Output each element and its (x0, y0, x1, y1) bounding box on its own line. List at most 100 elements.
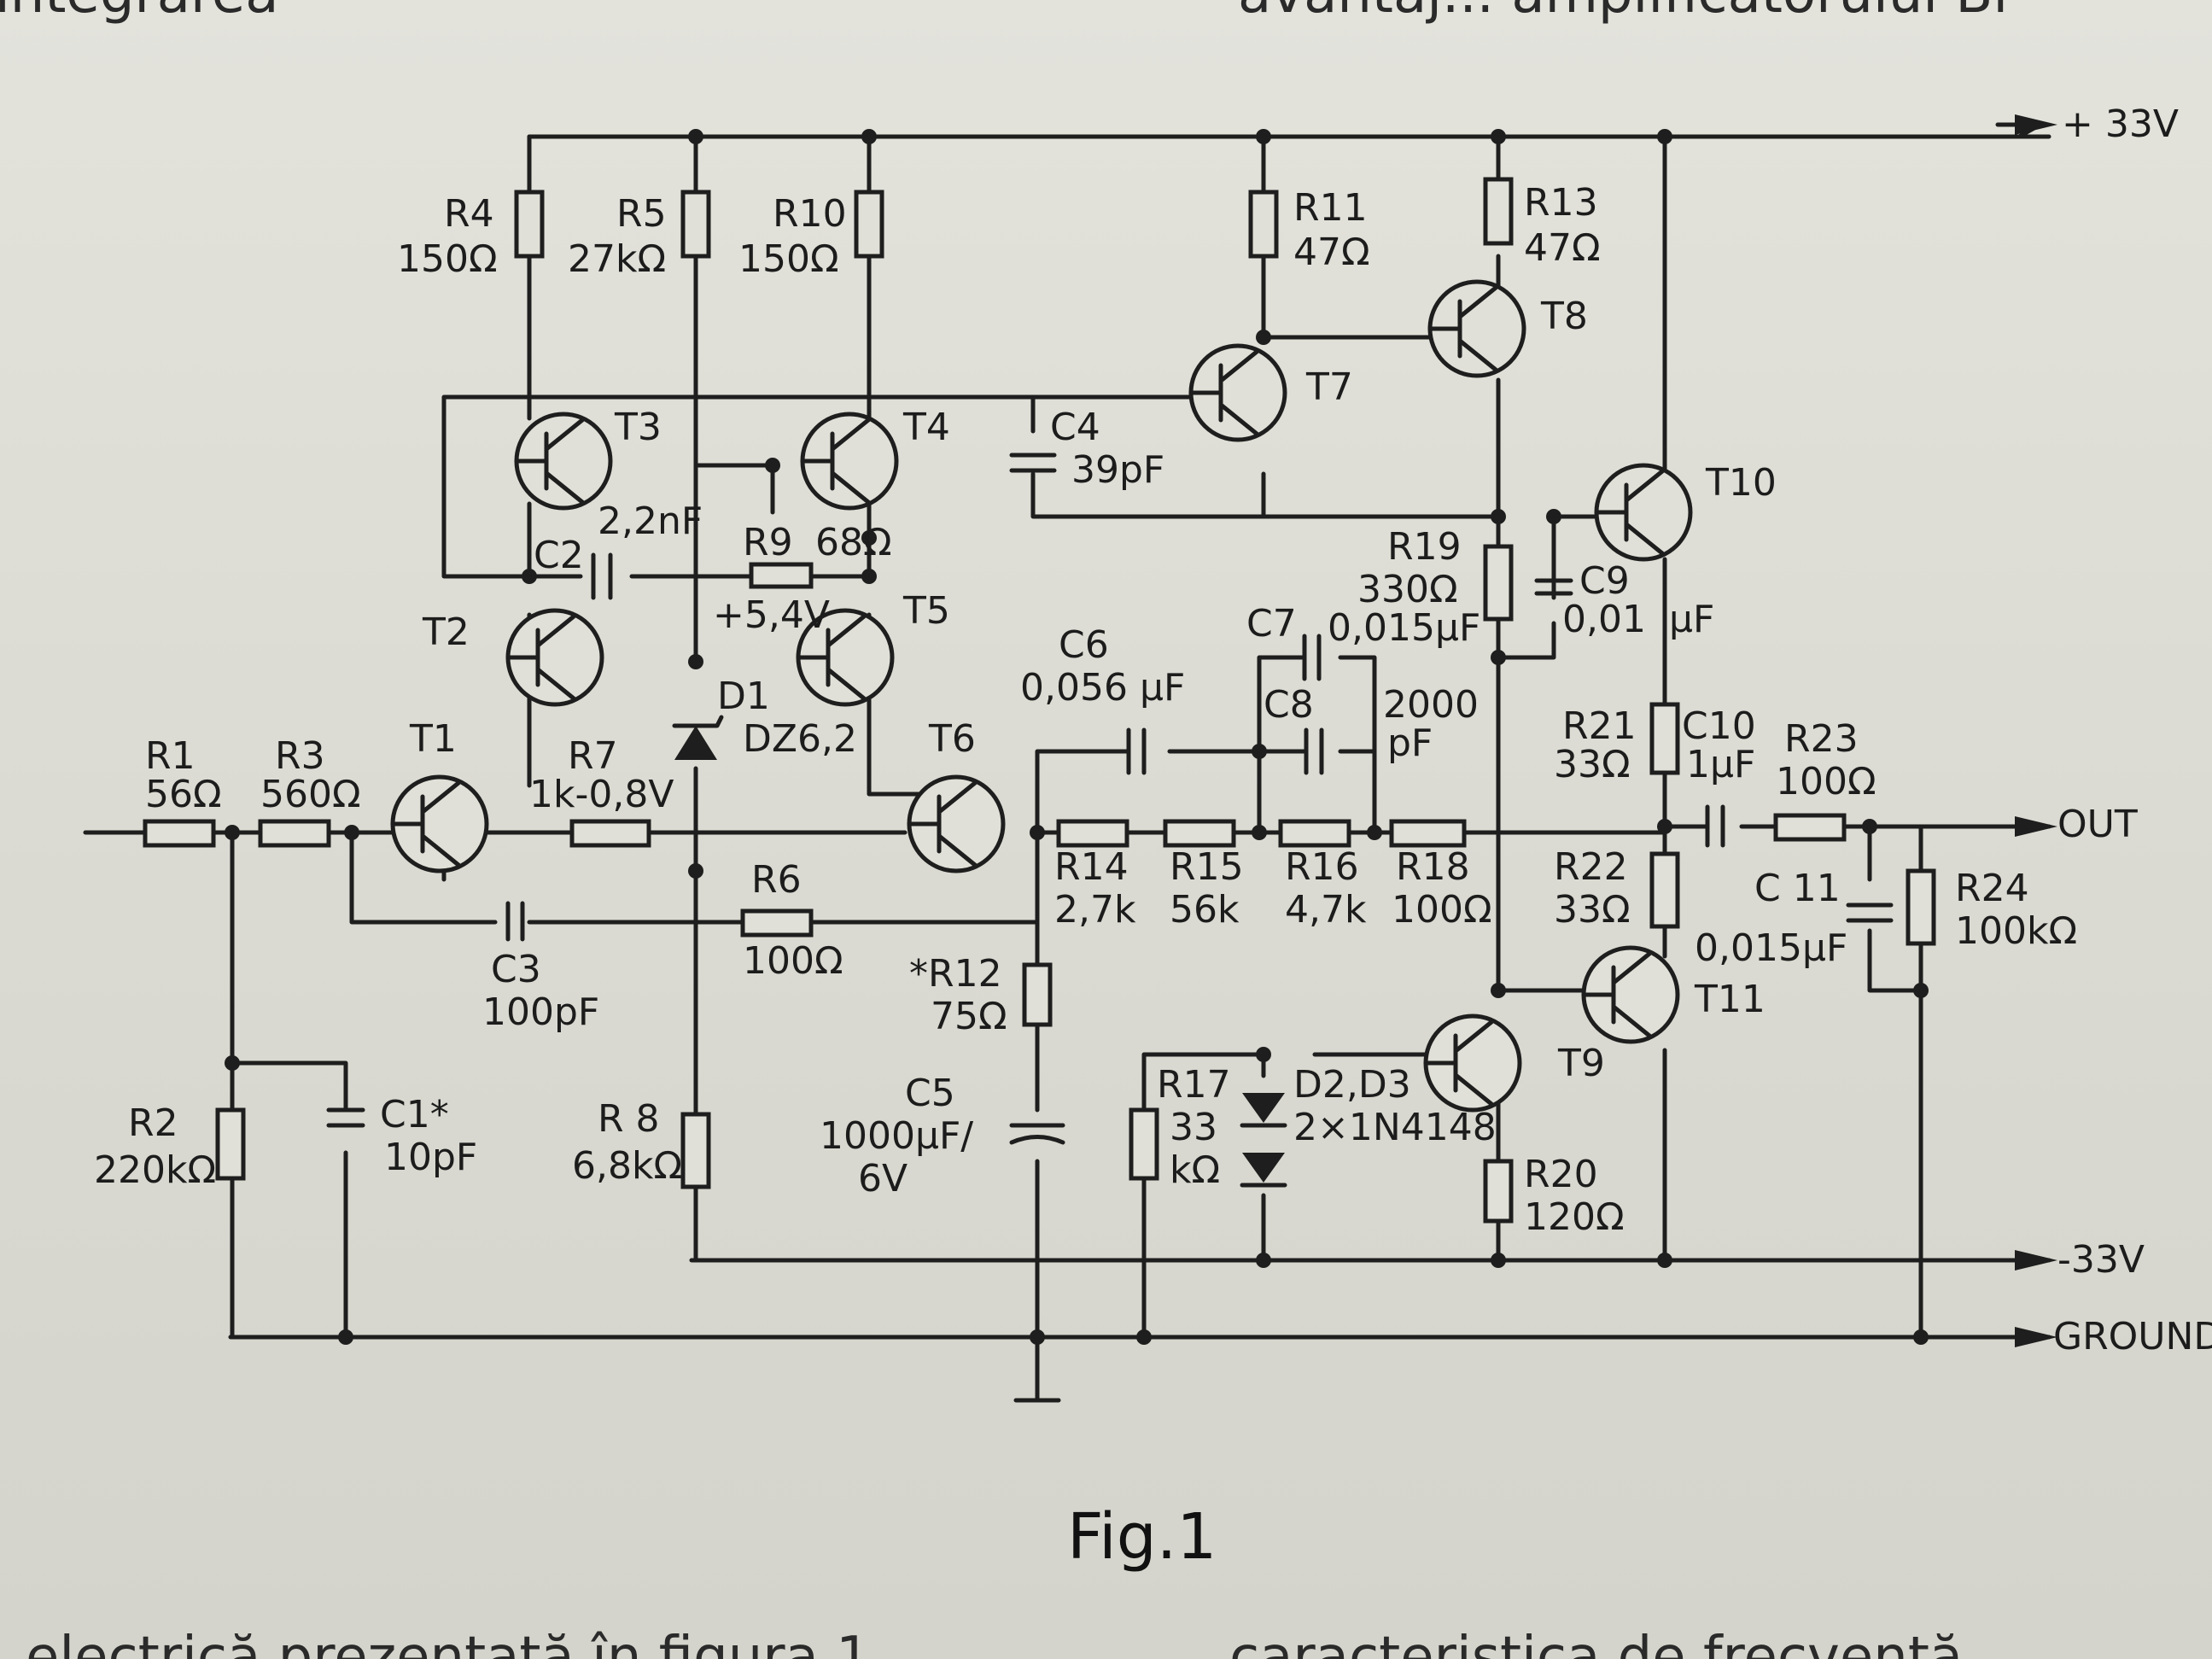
label-neg-rail: -33V (2057, 1238, 2145, 1282)
label-R17-unit: kΩ (1170, 1148, 1220, 1192)
capacitor-C5 (1009, 1123, 1065, 1145)
resistor-R16 (1278, 819, 1351, 848)
capacitor-C11 (1846, 903, 1894, 923)
label-R14-name: R14 (1054, 845, 1129, 889)
label-R11-value: 47Ω (1293, 231, 1370, 274)
label-R20-name: R20 (1524, 1153, 1598, 1196)
label-C8-value: 2000 (1383, 683, 1479, 727)
label-R23-value: 100Ω (1776, 760, 1876, 803)
resistor-R22 (1649, 851, 1680, 929)
resistor-R9 (749, 562, 814, 589)
capacitor-C10 (1705, 804, 1725, 848)
resistor-R13 (1483, 177, 1514, 246)
label-T4: T4 (902, 406, 950, 449)
label-C1-value: 10pF (384, 1136, 477, 1179)
resistor-R20 (1483, 1159, 1514, 1224)
transistor-T5 (796, 608, 895, 707)
label-R3-value: 560Ω (260, 773, 361, 816)
diode-D3 (1242, 1153, 1285, 1183)
label-R3-name: R3 (275, 734, 325, 778)
resistor-R21 (1649, 702, 1680, 775)
label-T10: T10 (1705, 461, 1777, 505)
ground-rail-arrow (2015, 1327, 2057, 1347)
label-C4-name: C4 (1050, 406, 1100, 449)
label-R11-name: R11 (1293, 186, 1368, 230)
label-R18-value: 100Ω (1392, 888, 1492, 932)
label-bias: +5,4V (713, 593, 830, 637)
capacitor-C3 (505, 901, 525, 942)
label-R13-name: R13 (1524, 181, 1598, 225)
resistor-R8 (680, 1112, 711, 1189)
resistor-R1 (143, 819, 216, 848)
resistor-R18 (1389, 819, 1467, 848)
label-R20-value: 120Ω (1524, 1195, 1625, 1239)
diodes (672, 715, 1287, 1188)
label-C11-value: 0,015µF (1695, 926, 1847, 970)
label-C11-name: C 11 (1754, 867, 1841, 910)
label-T2: T2 (422, 610, 470, 654)
label-R14-value: 2,7k (1054, 888, 1136, 932)
label-C9-name: C9 (1579, 559, 1630, 603)
transistor-T2 (505, 608, 604, 707)
label-R7-value: 1k-0,8V (529, 773, 674, 816)
transistor-T7 (1188, 343, 1287, 442)
label-R17-value: 33 (1170, 1106, 1217, 1149)
label-R16-value: 4,7k (1285, 888, 1367, 932)
capacitor-C2 (591, 552, 613, 600)
label-C6-name: C6 (1059, 623, 1109, 667)
label-R18-name: R18 (1396, 845, 1470, 889)
capacitor-C7 (1302, 634, 1322, 681)
label-C8-unit: pF (1387, 721, 1433, 765)
transistors (390, 279, 1693, 1113)
transistor-T8 (1427, 279, 1526, 378)
label-R9-value: 68Ω (815, 521, 892, 564)
label-R22-name: R22 (1554, 845, 1628, 889)
label-R6-name: R6 (751, 858, 802, 902)
resistor-R19 (1483, 544, 1514, 622)
label-D1-name: D1 (717, 675, 770, 718)
transistor-T6 (907, 774, 1006, 873)
label-D2D3-value: 2×1N4148 (1293, 1106, 1497, 1149)
out-arrow (2015, 816, 2057, 837)
label-R1-name: R1 (145, 734, 196, 778)
transistor-T11 (1581, 945, 1680, 1044)
label-C8-name: C8 (1264, 683, 1314, 727)
capacitors (326, 453, 1894, 1145)
label-D2D3-name: D2,D3 (1293, 1063, 1411, 1107)
label-C3-name: C3 (491, 948, 541, 991)
label-R15-value: 56k (1170, 888, 1240, 932)
resistor-R12 (1022, 962, 1053, 1027)
positive-rail-arrow (2015, 114, 2057, 135)
label-R16-name: R16 (1285, 845, 1359, 889)
label-R2-name: R2 (128, 1101, 178, 1145)
label-C6-value: 0,056 µF (1020, 666, 1185, 710)
label-R12-name: *R12 (909, 952, 1002, 996)
label-R15-name: R15 (1170, 845, 1244, 889)
figure-caption: Fig.1 (1067, 1500, 1217, 1574)
resistor-R7 (569, 819, 651, 848)
label-T3: T3 (614, 406, 662, 449)
resistor-R11 (1248, 190, 1279, 259)
label-C5-value: 1000µF/ (820, 1114, 973, 1158)
label-R10-value: 150Ω (738, 237, 839, 281)
label-T11: T11 (1694, 978, 1766, 1021)
positive-rail (527, 122, 2051, 195)
label-R6-value: 100Ω (743, 939, 843, 983)
resistor-R14 (1056, 819, 1129, 848)
junction-dots (225, 129, 1929, 1345)
label-C1-name: C1* (380, 1093, 449, 1136)
label-R8-value: 6,8kΩ (572, 1144, 682, 1188)
label-C9-value: 0,01 (1562, 598, 1646, 641)
label-C4-value: 39pF (1071, 448, 1164, 492)
capacitor-C4 (1009, 453, 1057, 473)
label-D1-value: DZ6,2 (743, 717, 857, 761)
label-C2-name: C2 (534, 534, 584, 577)
label-R5-value: 27kΩ (568, 237, 666, 281)
label-C5-name: C5 (905, 1072, 955, 1115)
label-R17-name: R17 (1157, 1063, 1231, 1107)
zener-D1 (674, 726, 717, 760)
label-R21-name: R21 (1562, 704, 1637, 748)
label-R19-name: R19 (1387, 525, 1462, 569)
label-R24-value: 100kΩ (1955, 909, 2077, 953)
